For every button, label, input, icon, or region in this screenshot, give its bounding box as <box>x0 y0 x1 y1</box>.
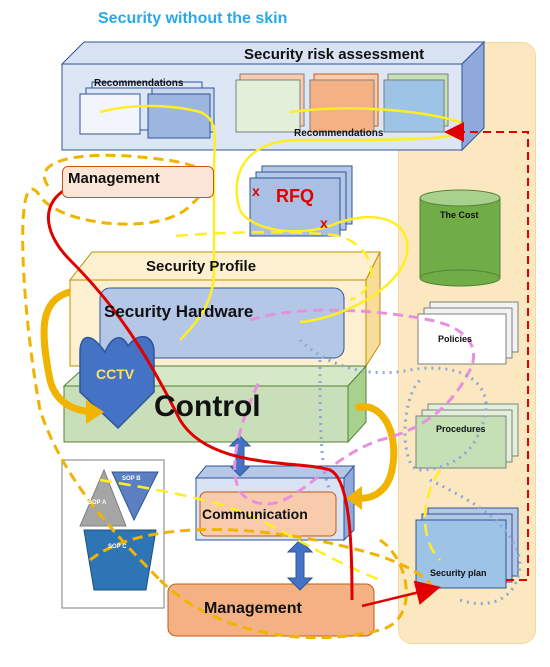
security-hardware-label: Security Hardware <box>104 302 254 321</box>
rfq-mark-2: x <box>320 215 328 231</box>
sop-cup <box>83 529 157 591</box>
orange-curve-arrow-right <box>354 403 398 502</box>
blue-dotted-loop <box>298 338 522 606</box>
recommendations-docs-left <box>79 81 215 139</box>
cost-label: The Cost <box>440 210 479 220</box>
red-dashed-feedback <box>444 122 529 581</box>
recommendations-right-label: Recommendations <box>294 128 384 139</box>
sop-triangle-a <box>79 468 127 527</box>
sop-c-label: SOP C <box>108 544 127 550</box>
rfq-docs <box>249 165 353 237</box>
communication-management-arrow <box>286 539 314 591</box>
yellow-lines <box>99 104 463 341</box>
yellow-dashed-lines <box>99 230 442 582</box>
cost-cylinder <box>419 189 501 287</box>
red-arrow-to-security-plan <box>361 580 441 608</box>
policies-label: Policies <box>438 334 473 344</box>
management-top-box <box>62 166 214 198</box>
security-plan-label: Security plan <box>430 568 487 578</box>
cctv-label: CCTV <box>96 366 135 382</box>
sop-b-label: SOP A <box>88 500 107 506</box>
management-top-label: Management <box>68 170 160 187</box>
cctv-heart <box>79 335 155 430</box>
policies-docs <box>417 301 519 365</box>
security-profile-label: Security Profile <box>146 258 257 275</box>
rfq-label: RFQ <box>276 186 314 206</box>
communication-label: Communication <box>202 506 308 522</box>
risk-assessment-label: Security risk assessment <box>244 46 425 63</box>
procedures-docs <box>415 403 519 469</box>
pink-dashed-loop <box>233 308 476 506</box>
orange-curve-arrow-left <box>40 288 93 416</box>
control-label: Control <box>154 390 261 423</box>
management-bottom-label: Management <box>204 600 302 617</box>
diagram-title: Security without the skin <box>98 10 288 27</box>
security-plan-docs <box>415 507 519 589</box>
recommendations-docs-right <box>235 73 449 133</box>
security-hardware-box <box>99 287 345 359</box>
red-line <box>46 182 354 601</box>
procedures-label: Procedures <box>436 424 486 434</box>
sop-a-label: SOP B <box>122 476 141 482</box>
management-bottom-box <box>167 583 375 637</box>
rfq-mark-1: x <box>252 183 260 199</box>
recommendations-left-label: Recommendations <box>94 78 184 89</box>
